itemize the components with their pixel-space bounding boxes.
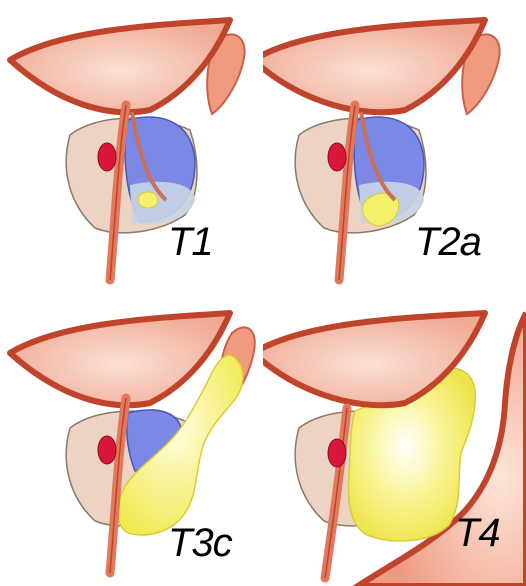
stage-label: T2a bbox=[415, 222, 481, 262]
stage-label: T1 bbox=[168, 222, 213, 262]
panel-t4: T4 bbox=[263, 293, 526, 586]
stage-label: T4 bbox=[455, 513, 500, 553]
prostate-illustration-t1 bbox=[0, 0, 263, 293]
tumor bbox=[138, 192, 158, 208]
stage-label: T3c bbox=[168, 523, 232, 563]
ejaculatory-duct bbox=[328, 439, 346, 467]
ejaculatory-duct bbox=[328, 143, 346, 171]
bladder bbox=[10, 20, 230, 112]
panel-t3c: T3c bbox=[0, 293, 263, 586]
bladder bbox=[263, 20, 485, 112]
panel-t2a: T2a bbox=[263, 0, 526, 293]
ejaculatory-duct bbox=[98, 143, 116, 171]
ejaculatory-duct bbox=[98, 436, 116, 464]
prostate-illustration-t2a bbox=[263, 0, 526, 293]
bladder bbox=[10, 313, 230, 405]
panel-t1: T1 bbox=[0, 0, 263, 293]
